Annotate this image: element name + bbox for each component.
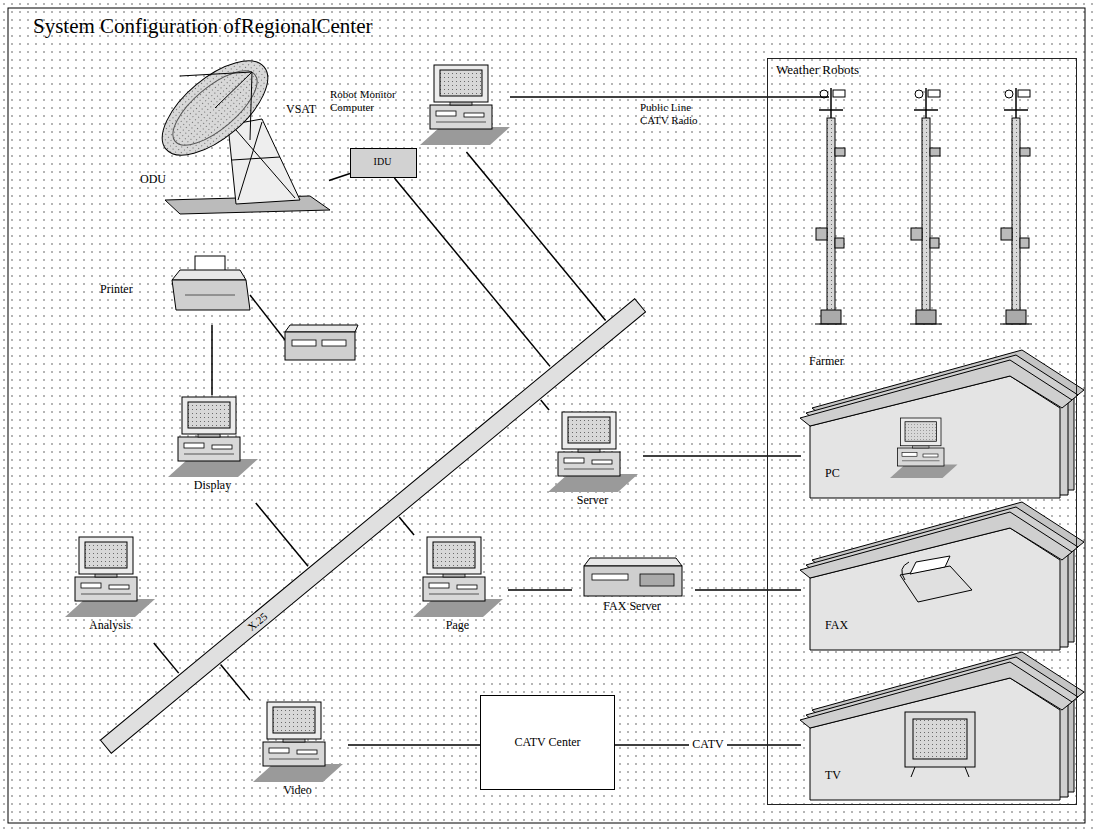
connector-line	[399, 517, 414, 535]
node-label: FAX Server	[572, 600, 692, 614]
monitor-computer: Robot Monitor Computer	[330, 62, 510, 152]
connector-line	[154, 643, 179, 673]
modem-symbol	[285, 325, 358, 360]
house	[800, 350, 1084, 498]
idu-box: IDU	[350, 148, 417, 178]
tv-set	[905, 712, 975, 777]
fax-server: FAX Server	[572, 552, 695, 627]
house	[800, 652, 1084, 800]
node-label: Analysis	[60, 619, 160, 633]
robot-wire	[767, 96, 829, 98]
computer-icon	[548, 412, 638, 492]
connector-line	[211, 325, 213, 395]
node-label: FAX	[823, 619, 850, 633]
node-label: X.25	[243, 609, 270, 635]
node-label: VSAT	[286, 103, 326, 117]
node-label: IDU	[351, 156, 414, 168]
node-label: TV	[823, 769, 843, 783]
outer-frame	[8, 8, 1085, 823]
connector-line	[643, 455, 801, 457]
connector-line	[508, 589, 572, 591]
vsat-antenna: ODU VSAT	[140, 55, 329, 205]
node-label: Video	[250, 784, 345, 798]
node-label: ODU	[140, 173, 180, 187]
node-label: Page	[410, 619, 505, 633]
computer-icon	[420, 65, 510, 145]
node-label: Display	[165, 479, 260, 493]
connector-line	[394, 178, 550, 366]
weather-robot	[1000, 88, 1032, 324]
printer: Printer	[100, 255, 255, 325]
server-computer: Server	[545, 410, 643, 518]
video-computer: Video	[250, 700, 348, 808]
connector-line	[221, 664, 250, 700]
node-label: Printer	[100, 283, 160, 297]
edge-label: CATV	[689, 738, 726, 752]
node-label: PC	[823, 467, 842, 481]
diagram-title: System Configuration ofRegionalCenter	[33, 14, 372, 38]
node-label: Weather Robots	[776, 63, 976, 78]
connector-line	[541, 400, 549, 410]
connector-line	[329, 174, 350, 181]
tv-house: TV	[801, 653, 1071, 803]
computer-icon	[413, 537, 503, 617]
computer-icon	[65, 537, 155, 617]
computer-icon	[253, 702, 343, 782]
weather-robot-area: Weather RobotsFarmerPC FAX TV	[767, 58, 1077, 805]
fax-server-device	[584, 558, 682, 596]
node-label: CATV Center	[508, 736, 586, 750]
connector-line	[256, 503, 308, 566]
weather-robot	[815, 88, 847, 324]
display-computer: Display	[165, 395, 263, 503]
node-label: Server	[545, 494, 640, 508]
printer-wire	[250, 295, 285, 340]
farmer-house: FarmerPC	[801, 351, 1071, 501]
lan-band: X.25	[99, 298, 645, 754]
computer-icon	[168, 397, 258, 477]
fax-machine	[900, 556, 972, 602]
catv-center: CATV Center	[480, 695, 615, 790]
connector-line	[510, 96, 767, 98]
pc-icon	[890, 418, 958, 478]
connector-line	[466, 152, 605, 320]
weather-robot	[910, 88, 942, 324]
analysis-computer: Analysis	[60, 535, 163, 643]
node-label: Robot Monitor Computer	[330, 88, 418, 113]
house	[800, 502, 1084, 650]
fax-house: FAX	[801, 503, 1071, 653]
page-computer: Page	[410, 535, 508, 643]
connector-line	[348, 744, 480, 746]
vsat-dish	[147, 44, 330, 214]
node-label: Farmer	[809, 355, 889, 369]
printer-symbol	[172, 256, 250, 310]
connector-line	[695, 589, 801, 591]
edge-label: Public Line CATV Radio	[640, 101, 706, 126]
